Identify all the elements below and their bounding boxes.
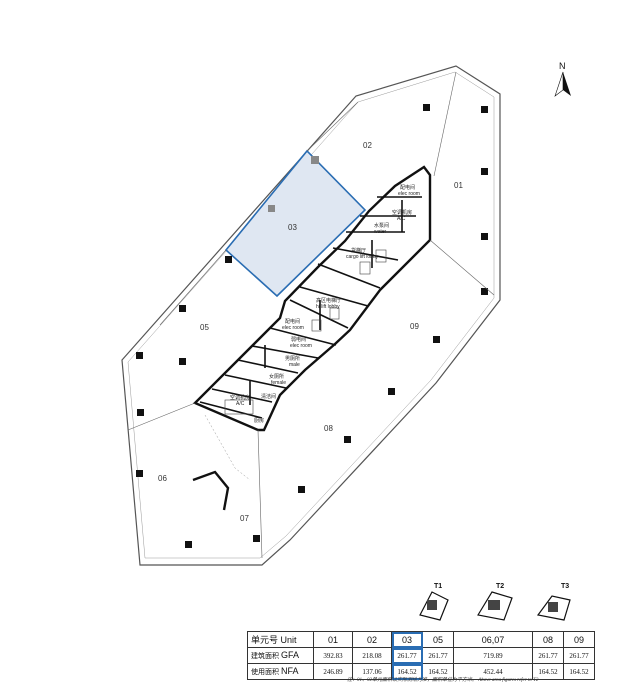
table-cell: 261.77	[422, 647, 454, 664]
unit-label-03: 03	[288, 223, 297, 232]
room-label: female	[271, 380, 286, 386]
footnote: 注：01、02单元面积以实际测绘为准，面积单位为平方米。 Above area …	[347, 678, 539, 683]
column	[268, 205, 275, 212]
key-plan-t3: T3	[536, 583, 571, 621]
room-label: 清洁间	[261, 393, 276, 400]
room-label: 配电间	[400, 184, 415, 191]
room-label: 女厕所	[269, 373, 284, 380]
table-header-row: 单元号 Unit 01 02 03 05 06,07 08 09	[247, 631, 595, 648]
table-row: 建筑面积 GFA 392.83 218.08 261.77 261.77 719…	[247, 647, 595, 664]
table-cell: 218.08	[352, 647, 392, 664]
room-label: A/C	[236, 401, 245, 407]
room-label: A/C	[397, 216, 406, 222]
room-label: 空调机房	[230, 394, 250, 401]
table-row-header: 建筑面积 GFA	[247, 647, 314, 664]
room-label: 男厕所	[285, 355, 300, 362]
table-cell: 164.52	[563, 663, 595, 680]
corridor-dashed	[204, 414, 251, 481]
unit-label-05: 05	[200, 323, 209, 332]
room-label: 配电间	[285, 318, 300, 325]
room-label: 厨房	[254, 417, 264, 424]
table-cell: 261.77	[563, 647, 595, 664]
room-label: elec room	[290, 343, 312, 349]
column	[311, 156, 319, 164]
table-header-cell: 03	[391, 631, 423, 648]
north-label: N	[559, 61, 566, 71]
area-table: 单元号 Unit 01 02 03 05 06,07 08 09 建筑面积 GF…	[247, 631, 595, 680]
unit-label-01: 01	[454, 181, 463, 190]
table-row-header: 单元号 Unit	[247, 631, 314, 648]
table-cell: 164.52	[422, 663, 454, 680]
table-row-header: 使用面积 NFA	[247, 663, 314, 680]
unit-label-09: 09	[410, 322, 419, 331]
unit-label-02: 02	[363, 141, 372, 150]
key-plan: T1 T2 T3	[419, 583, 571, 621]
core-partitions	[199, 196, 422, 419]
north-arrow: N	[550, 60, 576, 100]
svg-text:T2: T2	[496, 583, 504, 590]
svg-text:T3: T3	[561, 583, 569, 590]
table-header-cell: 01	[313, 631, 353, 648]
lift-shafts	[224, 249, 387, 415]
table-header-cell: 09	[563, 631, 595, 648]
key-plan-t1: T1	[419, 583, 449, 621]
columns	[136, 104, 488, 548]
building-inner-outline	[127, 71, 495, 559]
unit-03-highlight[interactable]	[224, 149, 367, 298]
svg-text:T1: T1	[434, 583, 442, 590]
room-label: cargo lift lobby	[346, 254, 379, 260]
table-cell: 392.83	[313, 647, 353, 664]
table-row: 使用面积 NFA 246.89 137.06 164.52 164.52 452…	[247, 663, 595, 680]
room-label: elec room	[282, 325, 304, 331]
corner-wall	[192, 470, 230, 511]
table-cell: 137.06	[352, 663, 392, 680]
room-label: 货梯厅	[351, 247, 366, 254]
unit-label-08: 08	[324, 424, 333, 433]
room-label: 空调机房	[392, 209, 412, 216]
room-label: 弱电间	[291, 336, 306, 343]
room-label: 水泵间	[374, 222, 389, 229]
table-cell: 261.77	[532, 647, 564, 664]
table-header-cell: 08	[532, 631, 564, 648]
room-label: elec room	[398, 191, 420, 197]
room-label: 高区电梯厅	[316, 297, 341, 304]
table-cell: 261.77	[391, 647, 423, 664]
table-header-cell: 06,07	[453, 631, 533, 648]
table-header-cell: 05	[422, 631, 454, 648]
room-label: water	[374, 229, 387, 235]
room-label: male	[289, 362, 300, 368]
unit-label-07: 07	[240, 514, 249, 523]
table-cell: 719.89	[453, 647, 533, 664]
unit-partitions	[127, 71, 495, 559]
unit-label-06: 06	[158, 474, 167, 483]
key-plan-t2: T2	[477, 583, 513, 621]
room-label: hi lift lobby	[316, 304, 340, 310]
table-header-cell: 02	[352, 631, 392, 648]
